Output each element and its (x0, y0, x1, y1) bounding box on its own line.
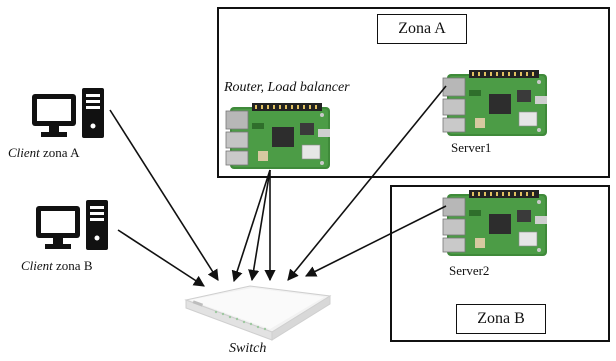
server1-caption: Server1 (451, 140, 492, 155)
server1-board-icon (442, 69, 548, 137)
arrow-server1-to-switch (287, 85, 447, 281)
router-caption: Router, Load balancer (224, 80, 350, 95)
switch-caption: Switch (229, 341, 267, 356)
connection-arrows (109, 85, 447, 287)
arrow-router-to-switch-2 (248, 169, 271, 282)
arrow-router-to-switch-1 (231, 169, 271, 283)
client-a-caption-rest: zona A (39, 145, 80, 160)
arrow-client-b-to-switch (117, 229, 205, 287)
client-a-caption-italic: Client (8, 145, 40, 160)
router-board-icon (225, 102, 331, 170)
arrow-server2-to-switch (304, 205, 447, 277)
client-b-computer-icon (36, 200, 108, 250)
client-a-caption: Client zona A (8, 145, 80, 161)
zone-a-label: Zona A (377, 14, 467, 44)
client-b-caption: Client zona B (21, 258, 93, 274)
client-b-caption-italic: Client (21, 258, 53, 273)
arrow-client-a-to-switch (109, 109, 219, 281)
server2-board-icon (442, 189, 548, 257)
server2-caption: Server2 (449, 263, 490, 278)
switch-device-icon (184, 285, 332, 341)
zone-b-label: Zona B (456, 304, 546, 334)
client-b-caption-rest: zona B (52, 258, 93, 273)
client-a-computer-icon (32, 88, 104, 138)
